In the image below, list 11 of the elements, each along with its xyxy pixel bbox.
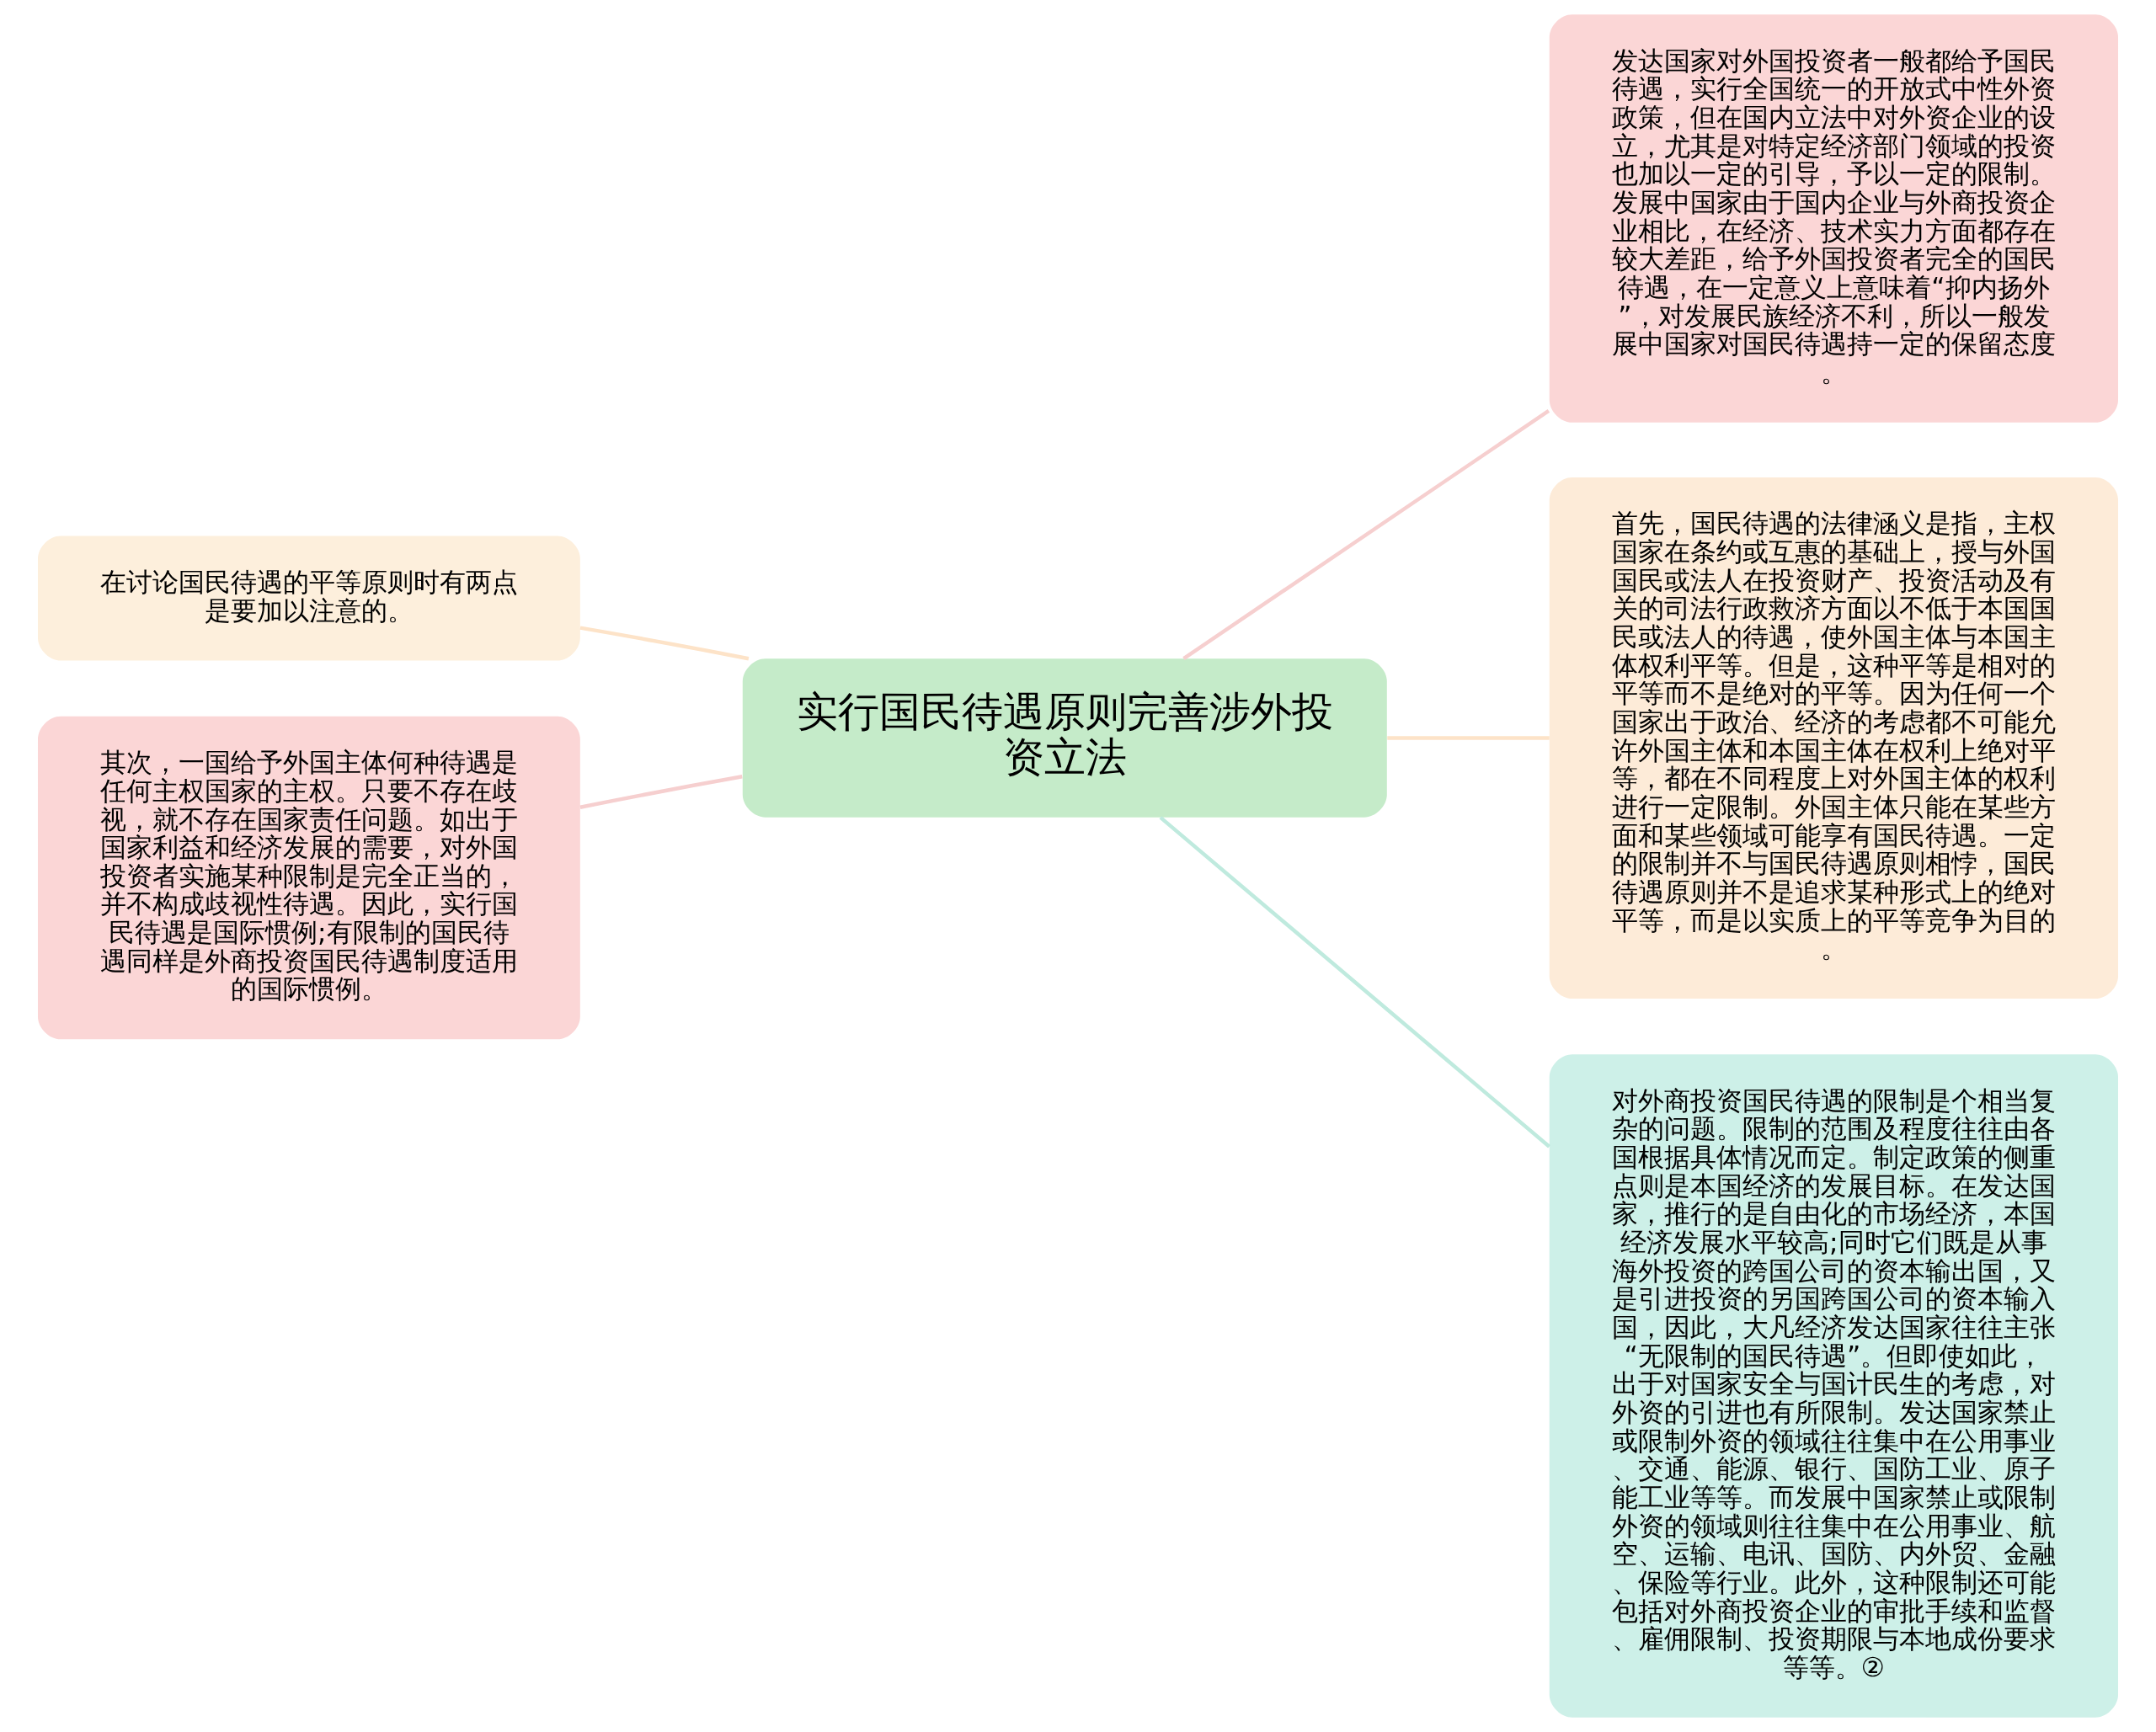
connector xyxy=(1182,409,1550,660)
node-box: 对外商投资国民待遇的限制是个相当复杂的问题。限制的范围及程度往往由各国根据具体情况而定。制定政策的侧重点则是本国经济的发展目标。在发达国家，推行的是自由化的市场经济，本国经济发展水平较高;同时它们既是从事海外投资的跨国公司的资本输出国，又是引进投资的另国跨国公司的资本输入国，因此，大凡经济发达国家往往主张“无限制的国民待遇”。但即使如此，出于对国家安全与国计民生的考虑，对外资的引进也有所限制。发达国家禁止或限制外资的领域往往集中在公用事业、交通、能源、银行、国防工业、原子能工业等等。而发展中国家禁止或限制外资的领域则往往集中在公用事业、航空、运输、电讯、国防、内外贸、金融、保险等行业。此外，这种限制还可能包括对外商投资企业的审批手续和监督、雇佣限制、投资期限与本地成份要求等等。② xyxy=(1549,1054,2119,1718)
connector xyxy=(579,775,743,809)
node-box: 在讨论国民待遇的平等原则时有两点是要加以注意的。 xyxy=(37,536,580,661)
node-box: 发达国家对外国投资者一般都给予国民待遇，实行全国统一的开放式中性外资政策，但在国内立法中对外资企业的设立，尤其是对特定经济部门领域的投资也加以一定的引导，予以一定的限制。发展中国家由于国内企业与外商投资企业相比，在经济、技术实力方面都存在较大差距，给予外国投资者完全的国民待遇，在一定意义上意味着“抑内扬外”，对发展民族经济不利，所以一般发展中国家对国民待遇持一定的保留态度。 xyxy=(1549,14,2119,423)
connector xyxy=(1159,816,1550,1148)
connector xyxy=(1387,736,1550,740)
node-box: 实行国民待遇原则完善涉外投资立法 xyxy=(742,658,1387,818)
connector xyxy=(579,626,750,661)
node-box: 首先，国民待遇的法律涵义是指，主权国家在条约或互惠的基础上，授与外国国民或法人在投资财产、投资活动及有关的司法行政救济方面以不低于本国国民或法人的待遇，使外国主体与本国主体权利平等。但是，这种平等是相对的平等而不是绝对的平等。因为任何一个国家出于政治、经济的考虑都不可能允许外国主体和本国主体在权利上绝对平等，都在不同程度上对外国主体的权利进行一定限制。外国主体只能在某些方面和某些领域可能享有国民待遇。一定的限制并不与国民待遇原则相悖，国民待遇原则并不是追求某种形式上的绝对平等，而是以实质上的平等竞争为目的。 xyxy=(1549,477,2119,999)
node-box: 其次，一国给予外国主体何种待遇是任何主权国家的主权。只要不存在歧视，就不存在国家责任问题。如出于国家利益和经济发展的需要，对外国投资者实施某种限制是完全正当的，并不构成歧视性待遇。因此，实行国民待遇是国际惯例;有限制的国民待遇同样是外商投资国民待遇制度适用的国际惯例。 xyxy=(37,716,580,1040)
